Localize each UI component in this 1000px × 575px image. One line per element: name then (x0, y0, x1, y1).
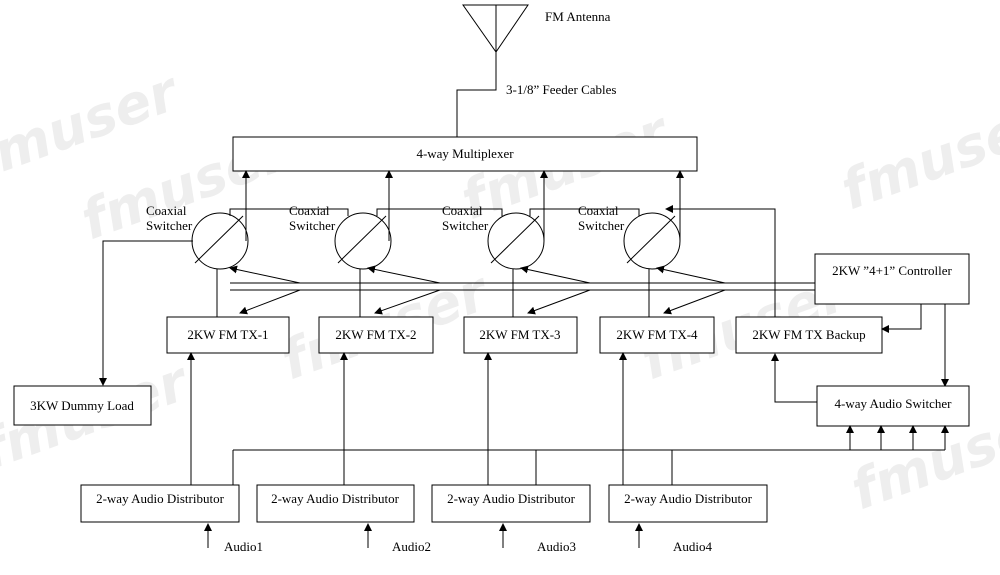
audio-input-label: Audio3 (537, 539, 576, 554)
tx-to-switcher-lines (216, 269, 650, 317)
tx-1: 2KW FM TX-1 (166, 316, 290, 354)
feeder-label: 3-1/8” Feeder Cables (506, 82, 616, 97)
audio-input-label: Audio2 (392, 539, 431, 554)
distributor-label: 2-way Audio Distributor (271, 491, 399, 506)
switcher-to-multiplexer-arrows (242, 170, 684, 241)
backup-chain (99, 205, 776, 386)
antenna: FM Antenna (462, 4, 611, 53)
audio-inputs: Audio1 Audio2 Audio3 Audio4 (204, 523, 713, 554)
audio-bus (232, 425, 949, 485)
coax-label-line1: Coaxial (578, 203, 619, 218)
distributor-label: 2-way Audio Distributor (96, 491, 224, 506)
antenna-label: FM Antenna (545, 9, 611, 24)
audio-switcher: 4-way Audio Switcher (771, 353, 970, 427)
distributor-to-tx-arrows (187, 352, 627, 485)
audio-distributor-2: 2-way Audio Distributor (256, 484, 415, 523)
audio-input-label: Audio4 (673, 539, 713, 554)
coaxial-switcher-1: Coaxial Switcher (146, 203, 249, 270)
controller-label: 2KW ”4+1” Controller (832, 263, 952, 278)
tx-2: 2KW FM TX-2 (318, 316, 434, 354)
tx-backup: 2KW FM TX Backup (735, 316, 883, 354)
coaxial-switcher-2: Coaxial Switcher (289, 203, 392, 270)
distributor-label: 2-way Audio Distributor (447, 491, 575, 506)
coax-switch-icon (191, 212, 249, 270)
tx-label: 2KW FM TX-3 (479, 327, 560, 342)
coax-label-line2: Switcher (289, 218, 336, 233)
coax-label-line2: Switcher (578, 218, 625, 233)
tx-backup-label: 2KW FM TX Backup (752, 327, 865, 342)
audio-distributor-1: 2-way Audio Distributor (80, 484, 240, 523)
audio-switcher-label: 4-way Audio Switcher (835, 396, 953, 411)
dummy-load-label: 3KW Dummy Load (30, 398, 134, 413)
coax-label-line1: Coaxial (442, 203, 483, 218)
coax-label-line1: Coaxial (146, 203, 187, 218)
tx-label: 2KW FM TX-2 (335, 327, 416, 342)
audio-distributor-4: 2-way Audio Distributor (608, 484, 768, 523)
coax-label-line2: Switcher (146, 218, 193, 233)
watermark-text: fmuser (833, 89, 1000, 222)
tx-label: 2KW FM TX-4 (616, 327, 698, 342)
tx-4: 2KW FM TX-4 (599, 316, 715, 354)
control-lines (229, 265, 815, 315)
multiplexer: 4-way Multiplexer (232, 136, 698, 172)
coax-switch-icon (487, 212, 545, 270)
tx-label: 2KW FM TX-1 (187, 327, 268, 342)
controller: 2KW ”4+1” Controller (814, 253, 970, 305)
feeder-cables: 3-1/8” Feeder Cables (456, 52, 616, 137)
coax-switch-icon (334, 212, 392, 270)
coax-label-line1: Coaxial (289, 203, 330, 218)
controller-outputs (881, 304, 949, 387)
distributor-label: 2-way Audio Distributor (624, 491, 752, 506)
tx-3: 2KW FM TX-3 (463, 316, 578, 354)
coaxial-switcher-4: Coaxial Switcher (578, 203, 681, 270)
audio-distributor-3: 2-way Audio Distributor (431, 484, 591, 523)
multiplexer-label: 4-way Multiplexer (416, 146, 514, 161)
dummy-load: 3KW Dummy Load (13, 385, 152, 426)
coax-switch-icon (623, 212, 681, 270)
audio-input-label: Audio1 (224, 539, 263, 554)
coax-label-line2: Switcher (442, 218, 489, 233)
